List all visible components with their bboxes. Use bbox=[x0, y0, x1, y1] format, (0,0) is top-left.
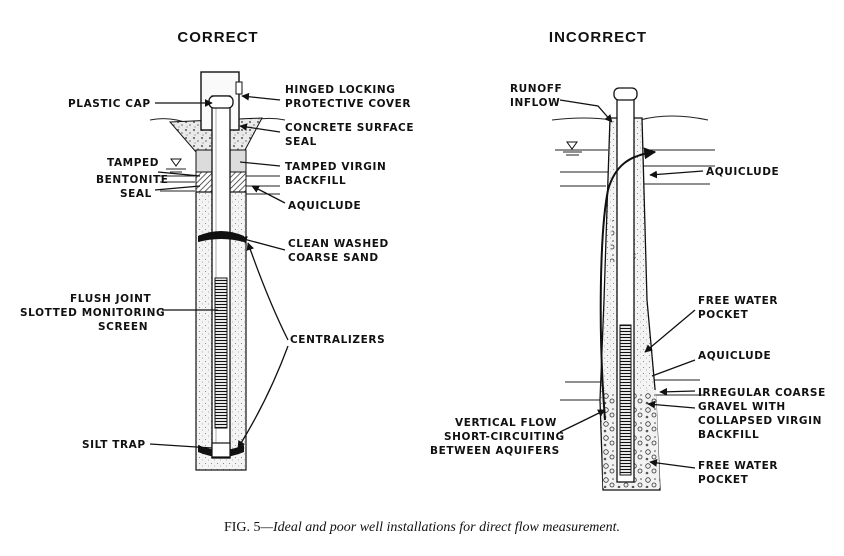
label-gravel-3: COLLAPSED VIRGIN bbox=[698, 415, 822, 427]
label-runoff-1: RUNOFF bbox=[510, 83, 562, 95]
label-concrete-2: SEAL bbox=[285, 136, 317, 148]
caption-fig-label: FIG. 5 bbox=[224, 520, 261, 535]
hinge-lock bbox=[235, 81, 243, 95]
label-runoff-2: INFLOW bbox=[510, 97, 560, 109]
label-vertical-1: VERTICAL FLOW bbox=[455, 417, 557, 429]
label-virgin-1: TAMPED VIRGIN bbox=[285, 161, 386, 173]
label-gravel-2: GRAVEL WITH bbox=[698, 401, 786, 413]
water-table-symbol bbox=[566, 141, 578, 150]
label-flush-2: SLOTTED MONITORING bbox=[20, 307, 165, 319]
correct-well: PLASTIC CAP HINGED LOCKING PROTECTIVE CO… bbox=[20, 71, 414, 471]
silt-trap bbox=[211, 442, 231, 458]
label-gravel-1: IRREGULAR COARSE bbox=[698, 387, 826, 399]
label-aquiclude-1: AQUICLUDE bbox=[706, 166, 779, 178]
label-aquiclude-2: AQUICLUDE bbox=[698, 350, 771, 362]
label-vertical-2: SHORT-CIRCUITING bbox=[444, 431, 565, 443]
heading-correct: CORRECT bbox=[177, 29, 258, 46]
label-hinged-1: HINGED LOCKING bbox=[285, 84, 395, 96]
label-seal: SEAL bbox=[120, 188, 152, 200]
label-tamped: TAMPED bbox=[107, 157, 159, 169]
well-cap bbox=[613, 87, 638, 101]
label-silt-trap: SILT TRAP bbox=[82, 439, 146, 451]
label-hinged-2: PROTECTIVE COVER bbox=[285, 98, 411, 110]
caption-text: —Ideal and poor well installations for d… bbox=[260, 520, 620, 535]
label-flush-1: FLUSH JOINT bbox=[70, 293, 152, 305]
label-bentonite: BENTONITE bbox=[96, 174, 168, 186]
label-virgin-2: BACKFILL bbox=[285, 175, 346, 187]
label-concrete-1: CONCRETE SURFACE bbox=[285, 122, 414, 134]
label-gravel-4: BACKFILL bbox=[698, 429, 759, 441]
label-sand-1: CLEAN WASHED bbox=[288, 238, 389, 250]
vertical-flow-arrow bbox=[599, 147, 657, 421]
heading-incorrect: INCORRECT bbox=[549, 29, 647, 46]
label-sand-2: COARSE SAND bbox=[288, 252, 379, 264]
label-centralizers: CENTRALIZERS bbox=[290, 334, 385, 346]
slotted-screen bbox=[619, 324, 632, 476]
label-free-water-1a: FREE WATER bbox=[698, 295, 778, 307]
label-aquiclude: AQUICLUDE bbox=[288, 200, 361, 212]
figure-caption: FIG. 5—Ideal and poor well installations… bbox=[224, 520, 620, 535]
label-plastic-cap: PLASTIC CAP bbox=[68, 98, 151, 110]
label-vertical-3: BETWEEN AQUIFERS bbox=[430, 445, 560, 457]
label-flush-3: SCREEN bbox=[98, 321, 148, 333]
label-free-water-2a: FREE WATER bbox=[698, 460, 778, 472]
label-free-water-1b: POCKET bbox=[698, 309, 749, 321]
plastic-cap bbox=[208, 95, 234, 109]
water-table-symbol bbox=[170, 158, 182, 167]
slotted-screen bbox=[214, 277, 228, 429]
label-free-water-2b: POCKET bbox=[698, 474, 749, 486]
centralizer-top bbox=[198, 231, 244, 242]
incorrect-well: RUNOFF INFLOW AQUICLUDE FREE WATER POCKE… bbox=[430, 83, 826, 491]
